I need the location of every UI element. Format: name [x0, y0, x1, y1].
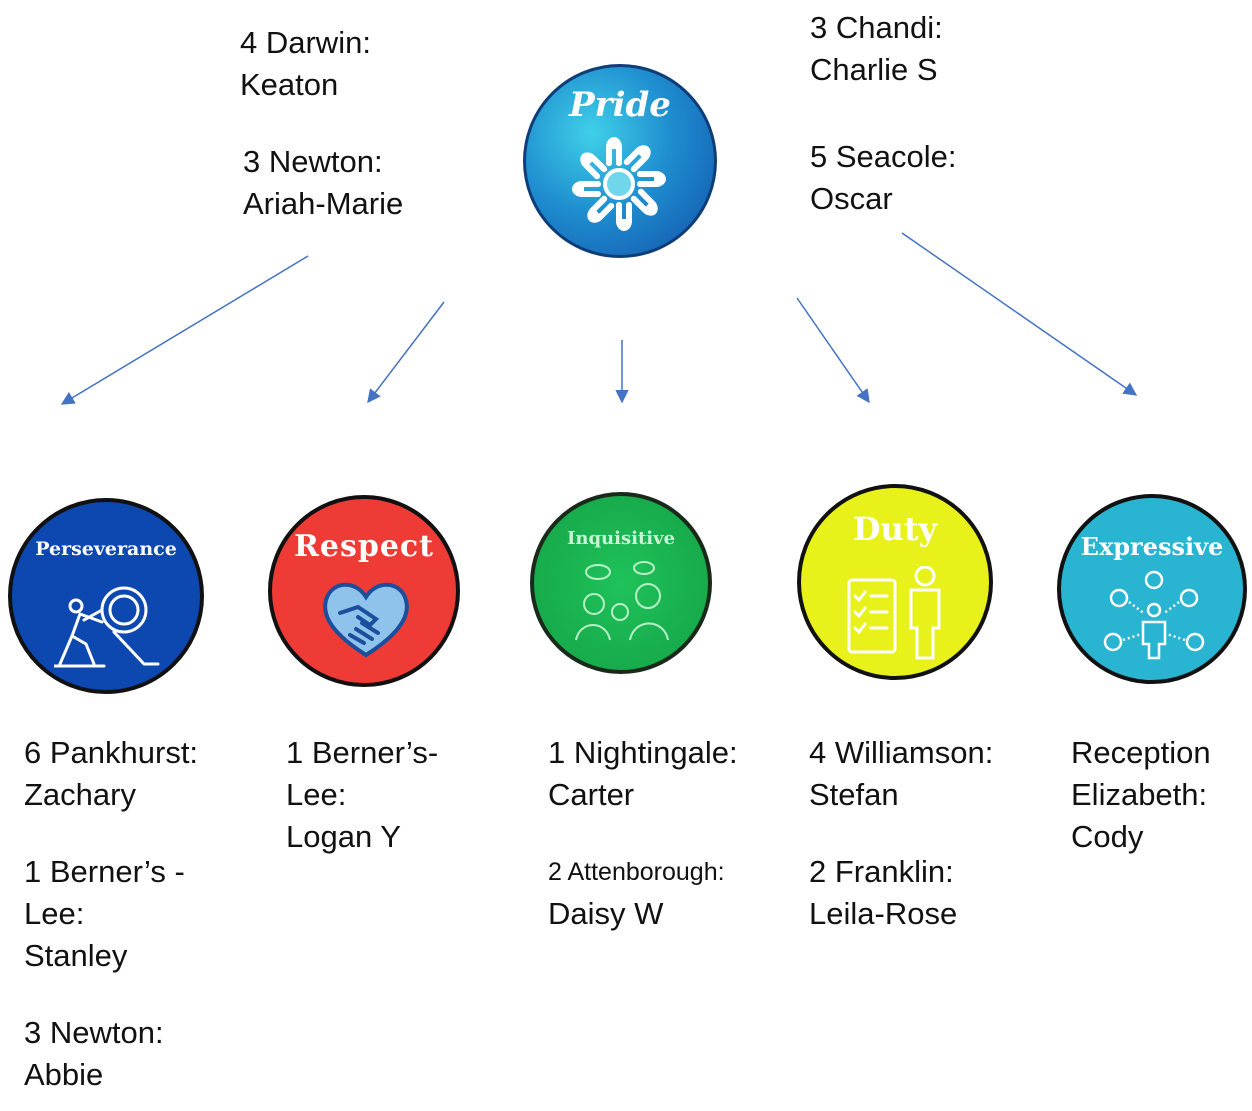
perseverance-badge: Perseverance — [8, 498, 204, 694]
pride-names-right-2: 5 Seacole: Oscar — [810, 136, 957, 220]
perseverance-title: Perseverance — [35, 538, 177, 560]
arrow-to-duty — [796, 297, 870, 404]
pride-names-left: 4 Darwin: Keaton — [240, 22, 371, 106]
duty-badge: Duty — [797, 484, 993, 680]
thinking-heads-icon — [575, 561, 669, 641]
house-label: Elizabeth: — [1071, 777, 1208, 812]
student-name: Charlie S — [810, 52, 938, 87]
student-name: Stanley — [24, 938, 128, 973]
inquisitive-title: Inquisitive — [566, 528, 676, 549]
house-label: 4 Williamson: — [809, 735, 994, 770]
student-name: Ariah-Marie — [243, 186, 404, 221]
respect-names: 1 Berner’s- Lee: Logan Y — [286, 732, 438, 858]
duty-names: 4 Williamson: Stefan 2 Franklin: Leila-R… — [809, 732, 993, 935]
respect-title: Respect — [293, 529, 435, 564]
house-label: Lee: — [286, 777, 347, 812]
house-label: 3 Chandi: — [810, 10, 943, 45]
climber-pushing-boulder-icon — [54, 586, 160, 668]
house-label: 6 Pankhurst: — [24, 735, 199, 770]
inquisitive-badge: Inquisitive — [530, 492, 712, 674]
house-label: 4 Darwin: — [240, 25, 371, 60]
student-name: Logan Y — [286, 819, 401, 854]
student-name: Carter — [548, 777, 635, 812]
pride-badge: Pride — [523, 64, 717, 258]
expressive-title: Expressive — [1080, 532, 1224, 561]
student-name: Keaton — [240, 67, 339, 102]
house-label: Reception — [1071, 735, 1211, 770]
house-label: 1 Berner’s- — [286, 735, 439, 770]
perseverance-names: 6 Pankhurst: Zachary 1 Berner’s - Lee: S… — [24, 732, 198, 1096]
inquisitive-names: 1 Nightingale: Carter 2 Attenborough: Da… — [548, 732, 738, 935]
student-name: Zachary — [24, 777, 136, 812]
house-label: 1 Nightingale: — [548, 735, 738, 770]
house-label: 2 Franklin: — [809, 854, 954, 889]
respect-badge: Respect — [268, 495, 460, 687]
joined-hands-circle-icon — [572, 137, 666, 231]
student-name: Cody — [1071, 819, 1144, 854]
expressive-names: Reception Elizabeth: Cody — [1071, 732, 1211, 858]
pride-names-right: 3 Chandi: Charlie S — [810, 7, 943, 91]
duty-title: Duty — [852, 510, 938, 548]
house-label: Lee: — [24, 896, 85, 931]
pride-title: Pride — [569, 85, 671, 125]
student-name: Abbie — [24, 1057, 104, 1092]
arrow-to-respect — [367, 301, 445, 404]
student-name: Leila-Rose — [809, 896, 958, 931]
student-name: Daisy W — [548, 896, 664, 931]
house-label: 2 Attenborough: — [548, 858, 725, 886]
arrow-to-perseverance — [60, 255, 309, 405]
heart-handshake-icon — [323, 582, 409, 658]
checklist-person-icon — [847, 566, 941, 660]
pride-names-left-2: 3 Newton: Ariah-Marie — [243, 141, 403, 225]
person-emotions-icon — [1103, 570, 1205, 660]
student-name: Oscar — [810, 181, 893, 216]
house-label: 1 Berner’s - — [24, 854, 185, 889]
expressive-badge: Expressive — [1057, 494, 1247, 684]
house-label: 3 Newton: — [24, 1015, 164, 1050]
house-label: 3 Newton: — [243, 144, 383, 179]
house-label: 5 Seacole: — [810, 139, 957, 174]
student-name: Stefan — [809, 777, 899, 812]
arrow-to-expressive — [901, 232, 1138, 396]
